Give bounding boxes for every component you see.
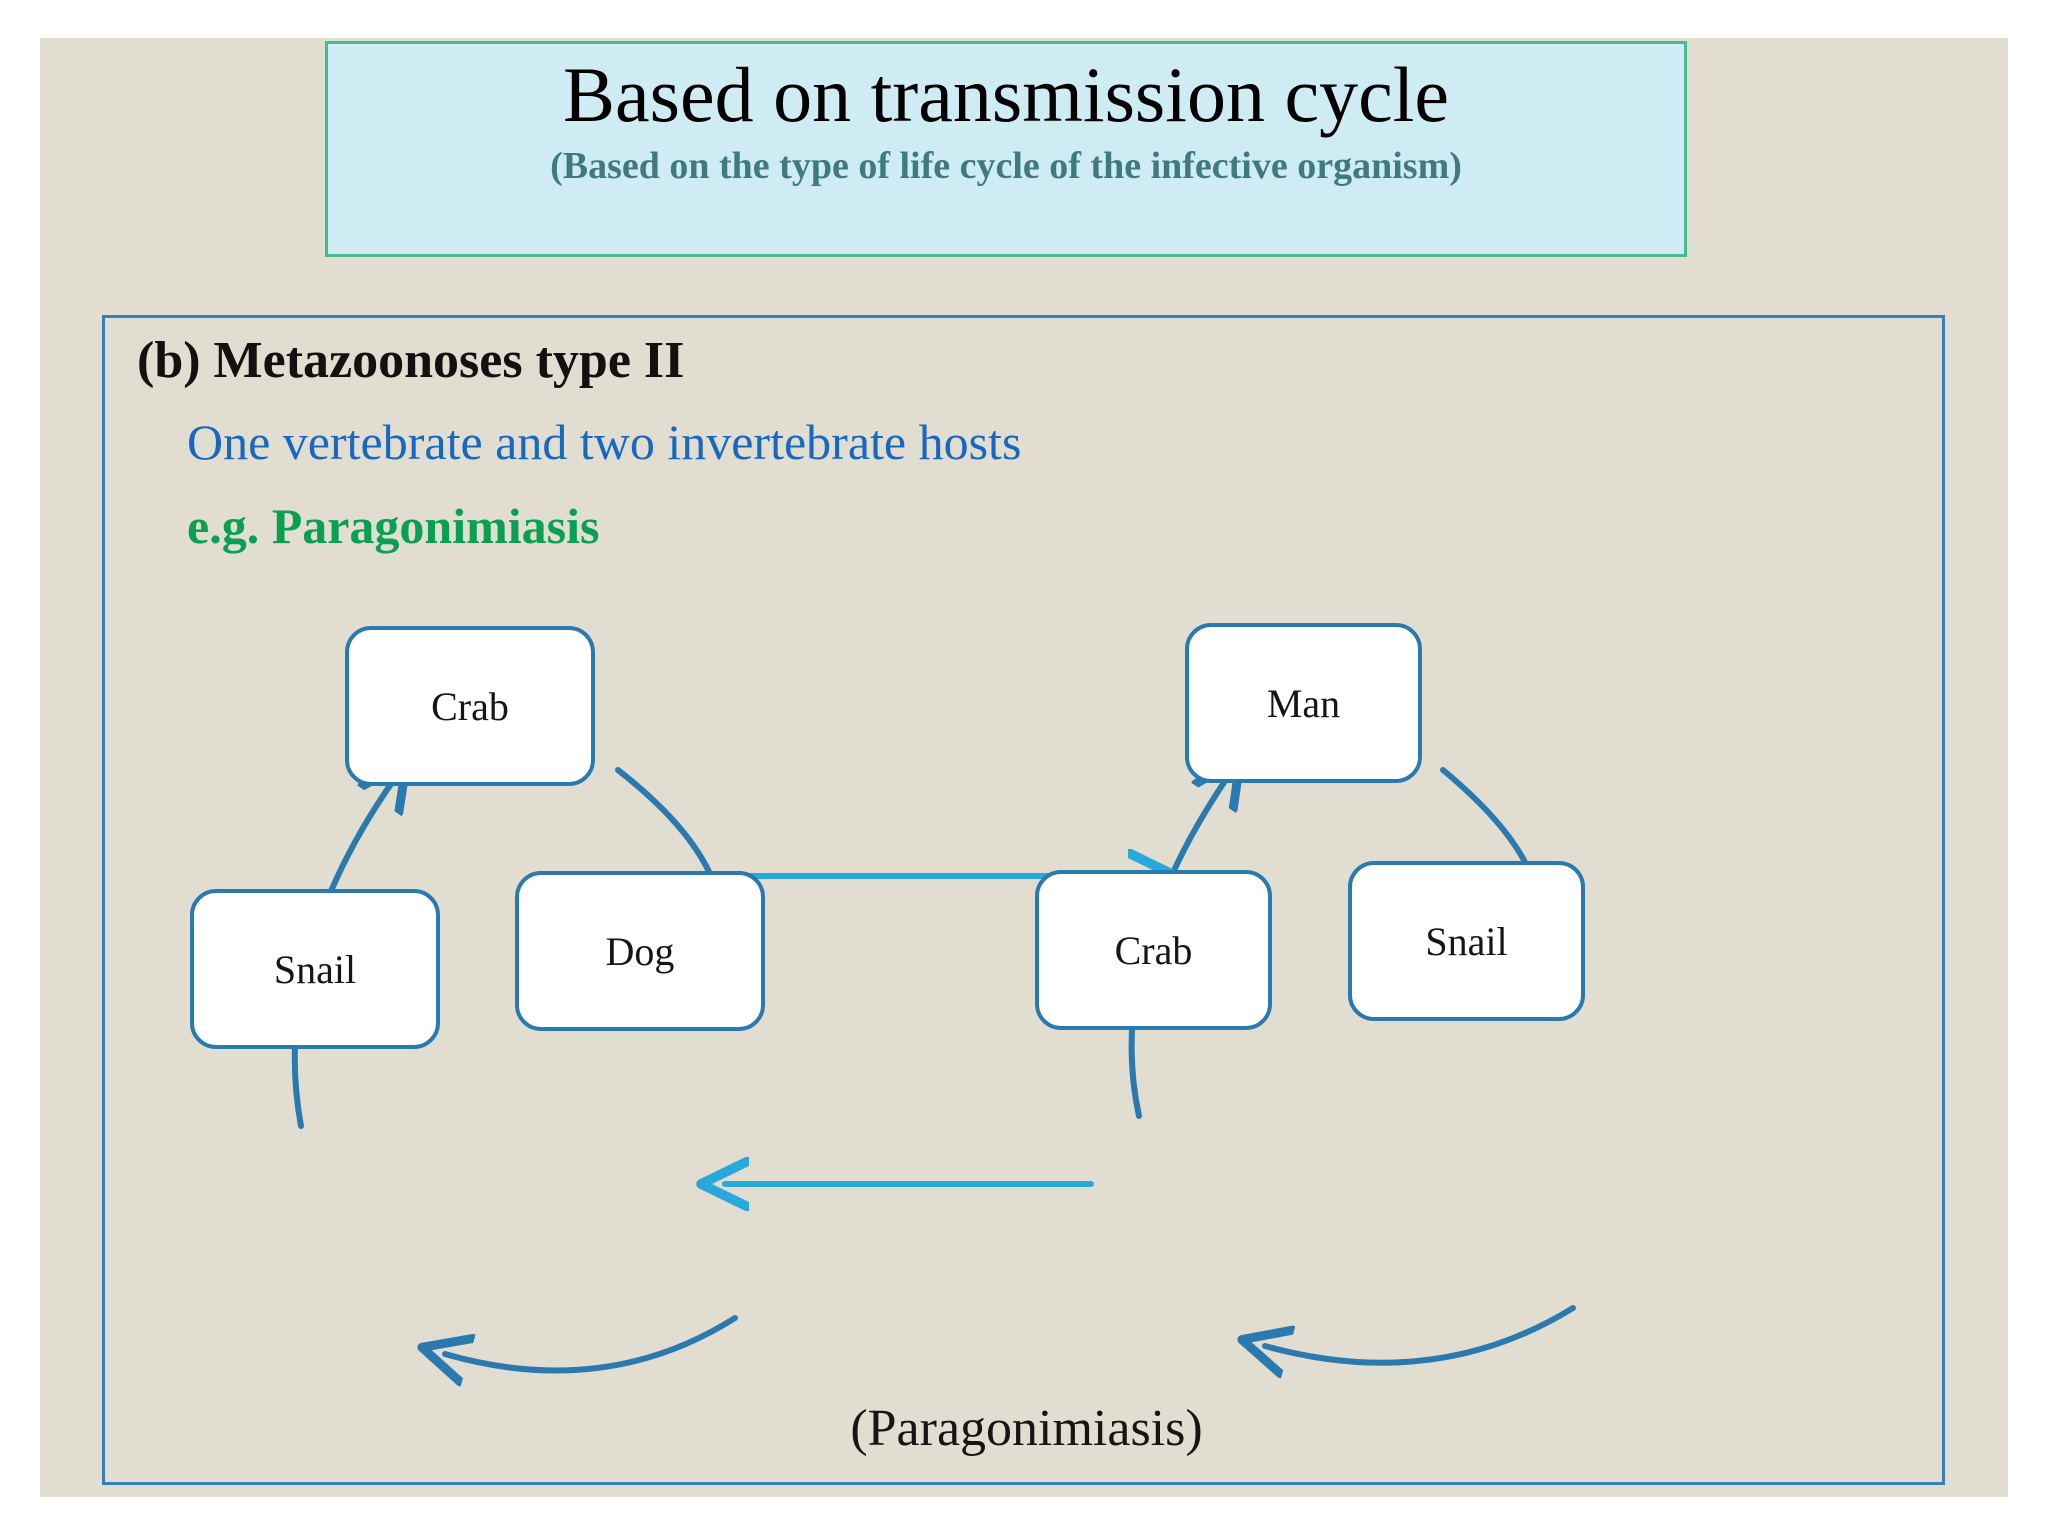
arrow-crab-right-to-man <box>1128 778 1227 1119</box>
diagram-arrows-layer <box>291 318 1576 1488</box>
arrow-man-to-snail-right <box>1440 767 1537 894</box>
node-label: Snail <box>1425 918 1508 964</box>
node-label: Man <box>1266 680 1341 726</box>
page-subtitle: (Based on the type of life cycle of the … <box>550 145 1462 187</box>
diagram-caption: (Paragonimiasis) <box>850 1400 1203 1457</box>
node-label: Dog <box>605 928 675 974</box>
node-dog[interactable]: Dog <box>515 871 765 1031</box>
node-snail-left[interactable]: Snail <box>190 889 440 1049</box>
page-title: Based on transmission cycle <box>563 51 1449 138</box>
node-crab-right[interactable]: Crab <box>1035 870 1272 1030</box>
title-banner: Based on transmission cycle (Based on th… <box>325 41 1687 257</box>
node-snail-right[interactable]: Snail <box>1348 861 1585 1021</box>
transmission-cycle-diagram: Crab Dog Snail Man Snail Crab <box>105 318 1948 1488</box>
node-man[interactable]: Man <box>1185 623 1422 783</box>
section-heading: (b) Metazoonoses type II <box>137 332 685 389</box>
node-crab-left[interactable]: Crab <box>345 626 595 786</box>
node-label: Snail <box>273 946 357 992</box>
arrow-crab-left-to-dog <box>615 767 719 900</box>
slide-canvas: Based on transmission cycle (Based on th… <box>40 38 2008 1497</box>
example-label: e.g. Paragonimiasis <box>187 498 600 554</box>
arrow-dog-to-snail-left <box>445 1315 738 1371</box>
node-label: Crab <box>431 683 509 729</box>
content-box: (b) Metazoonoses type II One vertebrate … <box>102 315 1945 1485</box>
arrow-snail-left-to-crab-left <box>291 781 393 1129</box>
arrow-snail-right-to-crab-right <box>1265 1305 1576 1363</box>
hosts-description: One vertebrate and two invertebrate host… <box>187 414 1022 470</box>
node-label: Crab <box>1114 927 1193 973</box>
